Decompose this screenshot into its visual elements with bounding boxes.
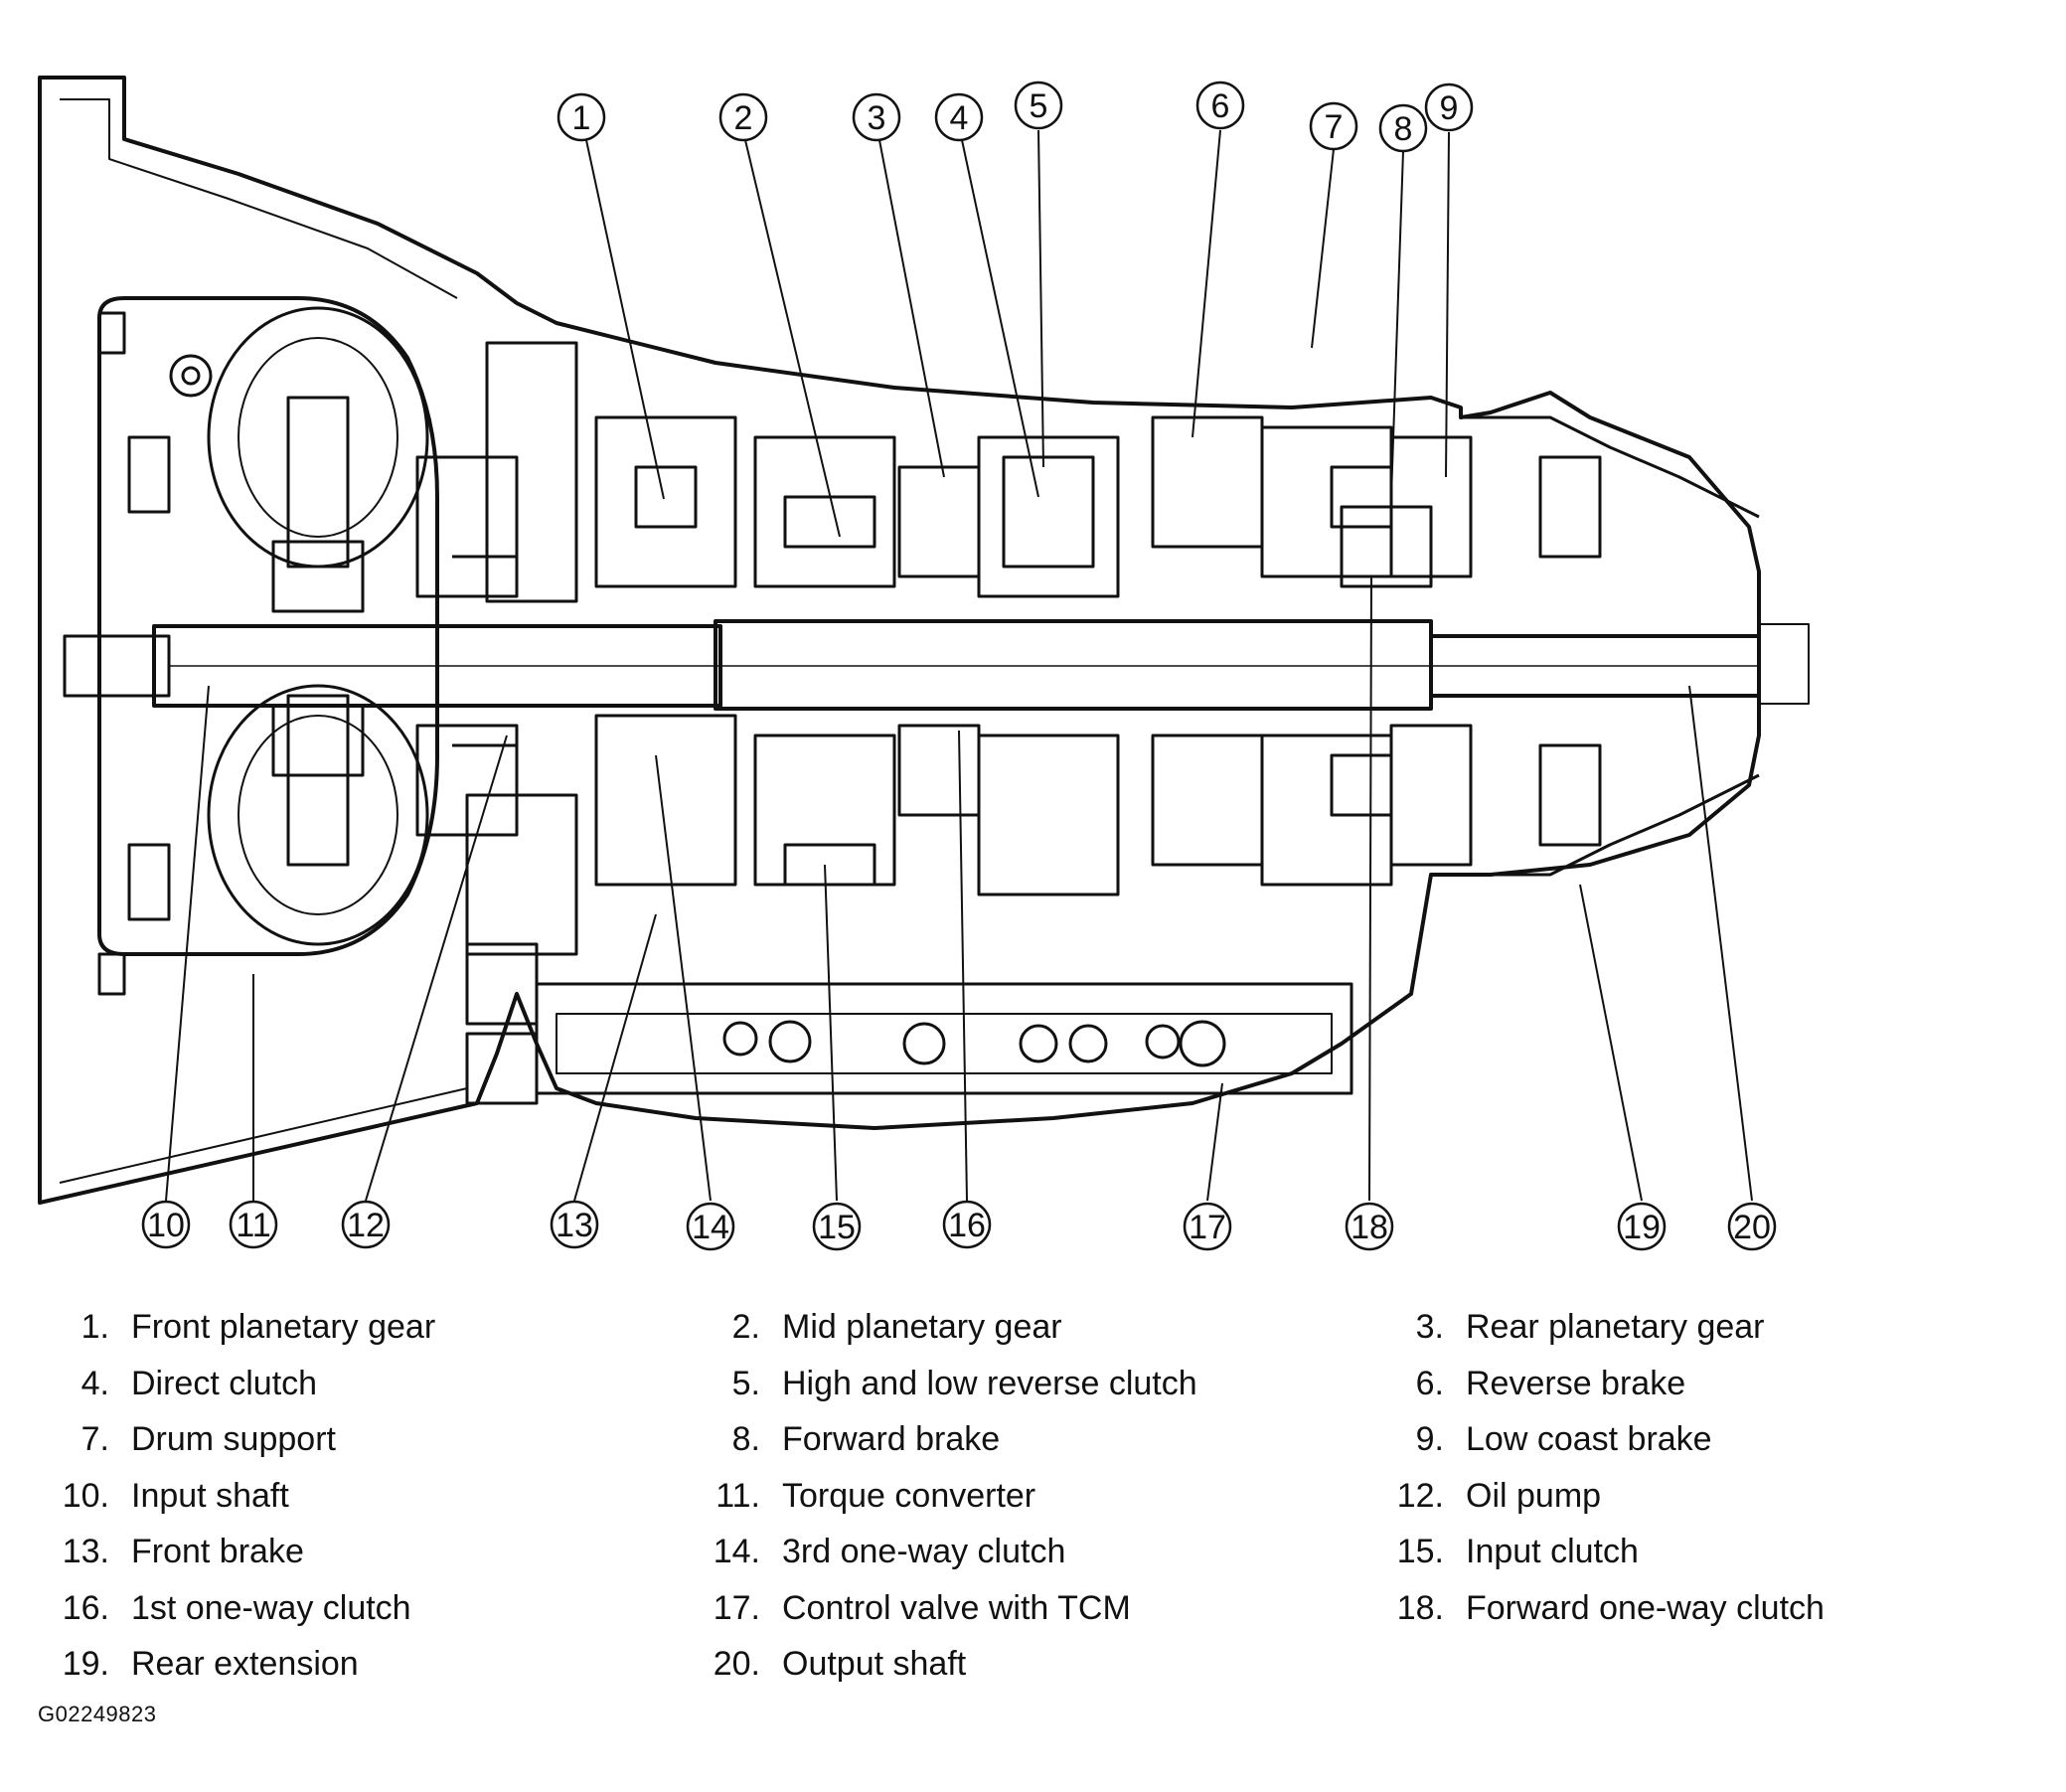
- legend-number: 20.: [713, 1645, 760, 1683]
- svg-text:14: 14: [692, 1209, 729, 1246]
- svg-text:12: 12: [347, 1207, 385, 1244]
- svg-text:17: 17: [1189, 1209, 1226, 1246]
- svg-text:10: 10: [147, 1207, 185, 1244]
- legend-label: Front planetary gear: [131, 1308, 436, 1346]
- svg-text:7: 7: [1325, 108, 1344, 146]
- legend-label: Rear planetary gear: [1466, 1308, 1765, 1346]
- svg-text:16: 16: [948, 1207, 986, 1244]
- leader-lines: [165, 129, 1753, 1202]
- callout-8: 8: [1378, 103, 1428, 153]
- svg-text:13: 13: [556, 1207, 593, 1244]
- legend-number: 10.: [62, 1476, 109, 1515]
- callout-5: 5: [1014, 81, 1063, 130]
- callouts: 1 2 3 4 5 6 7 8 9 10 11 12 13 14 15 16 1…: [141, 81, 1777, 1251]
- parts-legend: 1. Front planetary gear 2. Mid planetary ge…: [0, 1292, 2066, 1729]
- legend-label: Drum support: [131, 1420, 336, 1458]
- callout-4: 4: [934, 92, 984, 142]
- oil-pump-area: [415, 341, 578, 956]
- callout-16: 16: [942, 1200, 992, 1249]
- legend-label: Front brake: [131, 1533, 304, 1570]
- legend-label: 1st one-way clutch: [131, 1588, 411, 1627]
- legend-number: 18.: [1396, 1588, 1444, 1627]
- callout-6: 6: [1195, 81, 1245, 130]
- legend-number: 16.: [62, 1588, 109, 1627]
- legend-label: Oil pump: [1466, 1476, 1602, 1515]
- callout-15: 15: [812, 1202, 862, 1251]
- clutch-packs-lower: [594, 714, 1473, 896]
- callout-11: 11: [229, 1200, 278, 1249]
- callout-3: 3: [852, 92, 901, 142]
- svg-text:19: 19: [1623, 1209, 1661, 1246]
- callout-7: 7: [1309, 101, 1358, 151]
- legend-number: 6.: [1415, 1364, 1444, 1402]
- svg-text:18: 18: [1351, 1209, 1388, 1246]
- svg-text:6: 6: [1211, 87, 1230, 125]
- legend-label: Direct clutch: [131, 1364, 318, 1402]
- main-shaft: [63, 619, 1810, 711]
- svg-text:1: 1: [572, 99, 591, 137]
- svg-text:11: 11: [236, 1207, 270, 1244]
- clutch-packs-upper: [594, 415, 1473, 598]
- legend-label: Reverse brake: [1466, 1364, 1686, 1402]
- legend-label: Torque converter: [782, 1476, 1036, 1515]
- transmission-cutaway-diagram: 1 2 3 4 5 6 7 8 9 10 11 12 13 14 15 16 1…: [38, 76, 1810, 1251]
- legend-label: Control valve with TCM: [782, 1588, 1131, 1627]
- callout-10: 10: [141, 1200, 191, 1249]
- legend-label: High and low reverse clutch: [782, 1364, 1197, 1402]
- legend-number: 15.: [1396, 1533, 1444, 1570]
- callout-19: 19: [1617, 1202, 1667, 1251]
- callout-20: 20: [1727, 1202, 1777, 1251]
- legend-number: 7.: [80, 1420, 109, 1458]
- torque-converter: [97, 296, 439, 996]
- rear-extension-housing: [1461, 415, 1760, 877]
- legend-number: 12.: [1396, 1476, 1444, 1515]
- legend-number: 14.: [713, 1533, 760, 1570]
- legend-number: 9.: [1415, 1420, 1444, 1458]
- callout-14: 14: [686, 1202, 735, 1251]
- legend-number: 2.: [731, 1308, 760, 1346]
- legend-number: 13.: [62, 1533, 109, 1570]
- svg-text:15: 15: [818, 1209, 856, 1246]
- legend-label: Low coast brake: [1466, 1420, 1712, 1458]
- legend-number: 11.: [715, 1476, 760, 1515]
- callout-17: 17: [1183, 1202, 1232, 1251]
- callout-9: 9: [1424, 82, 1474, 132]
- callout-1: 1: [556, 92, 606, 142]
- legend-label: Output shaft: [782, 1645, 967, 1683]
- legend-label: Input shaft: [131, 1476, 289, 1515]
- legend-number: 1.: [80, 1308, 109, 1346]
- legend-label: 3rd one-way clutch: [782, 1533, 1066, 1570]
- svg-text:4: 4: [950, 99, 969, 137]
- legend-number: 8.: [731, 1420, 760, 1458]
- svg-text:9: 9: [1440, 89, 1459, 127]
- callout-13: 13: [550, 1200, 599, 1249]
- legend-label: Input clutch: [1466, 1533, 1639, 1570]
- legend-label: Forward brake: [782, 1420, 1001, 1458]
- svg-text:20: 20: [1733, 1209, 1771, 1246]
- legend-number: 5.: [731, 1364, 760, 1402]
- svg-text:2: 2: [734, 99, 753, 137]
- legend-number: 17.: [713, 1588, 760, 1627]
- legend-number: 3.: [1415, 1308, 1444, 1346]
- figure-id: G02249823: [38, 1702, 157, 1726]
- legend-number: 4.: [80, 1364, 109, 1402]
- control-valve-body: [465, 942, 1353, 1105]
- callout-18: 18: [1345, 1202, 1394, 1251]
- legend-label: Mid planetary gear: [782, 1308, 1062, 1346]
- callout-2: 2: [718, 92, 768, 142]
- legend-label: Forward one-way clutch: [1466, 1588, 1825, 1627]
- legend-label: Rear extension: [131, 1645, 359, 1683]
- svg-text:8: 8: [1394, 110, 1413, 148]
- legend-number: 19.: [62, 1645, 109, 1683]
- svg-text:5: 5: [1030, 87, 1048, 125]
- callout-12: 12: [341, 1200, 391, 1249]
- svg-text:3: 3: [868, 99, 886, 137]
